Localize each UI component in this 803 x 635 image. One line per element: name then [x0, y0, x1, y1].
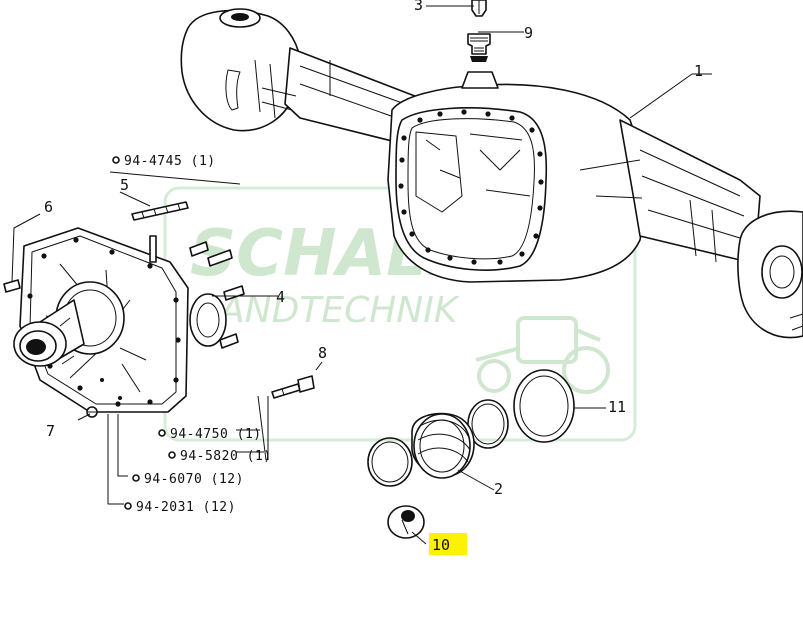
callout-9: 9 [524, 24, 533, 42]
axle-housing [180, 8, 803, 339]
seal-assembly [411, 412, 475, 479]
callout-2: 2 [494, 480, 503, 498]
part-ref-94-2031: 94-2031 (12) [136, 500, 236, 515]
callout-5: 5 [120, 176, 129, 194]
breather-vent [471, 0, 487, 17]
callout-10-highlight [429, 533, 467, 555]
hex-bolt [271, 375, 315, 399]
callout-7: 7 [46, 422, 55, 440]
retaining-ring [367, 437, 413, 487]
drain-plug [467, 33, 491, 62]
dowel-pin [3, 279, 21, 293]
callout-1: 1 [694, 62, 703, 80]
callout-8: 8 [318, 344, 327, 362]
part-ref-94-6070: 94-6070 (12) [144, 472, 244, 487]
part-ref-94-5820: 94-5820 (1) [180, 449, 272, 464]
tractor-icon [475, 316, 610, 394]
gasket-ring [513, 369, 575, 443]
part-references: 94-4745 (1) 94-4750 (1) 94-5820 (1) 94-6… [112, 154, 272, 515]
callout-10: 10 [432, 536, 450, 554]
differential-carrier [13, 227, 245, 413]
callout-labels: 1 2 3 4 5 6 7 8 9 10 11 [44, 0, 703, 555]
small-screw [86, 406, 98, 418]
stud-bolt [131, 201, 189, 221]
callout-4: 4 [276, 288, 285, 306]
part-ref-94-4750: 94-4750 (1) [170, 427, 262, 442]
leader-lines [11, 5, 712, 545]
callout-6: 6 [44, 198, 53, 216]
callout-3: 3 [414, 0, 423, 14]
bushing [387, 505, 425, 539]
watermark-tagline: LANDTECHNIK [200, 290, 460, 331]
part-ref-94-4745: 94-4745 (1) [124, 154, 216, 169]
callout-11: 11 [608, 398, 626, 416]
